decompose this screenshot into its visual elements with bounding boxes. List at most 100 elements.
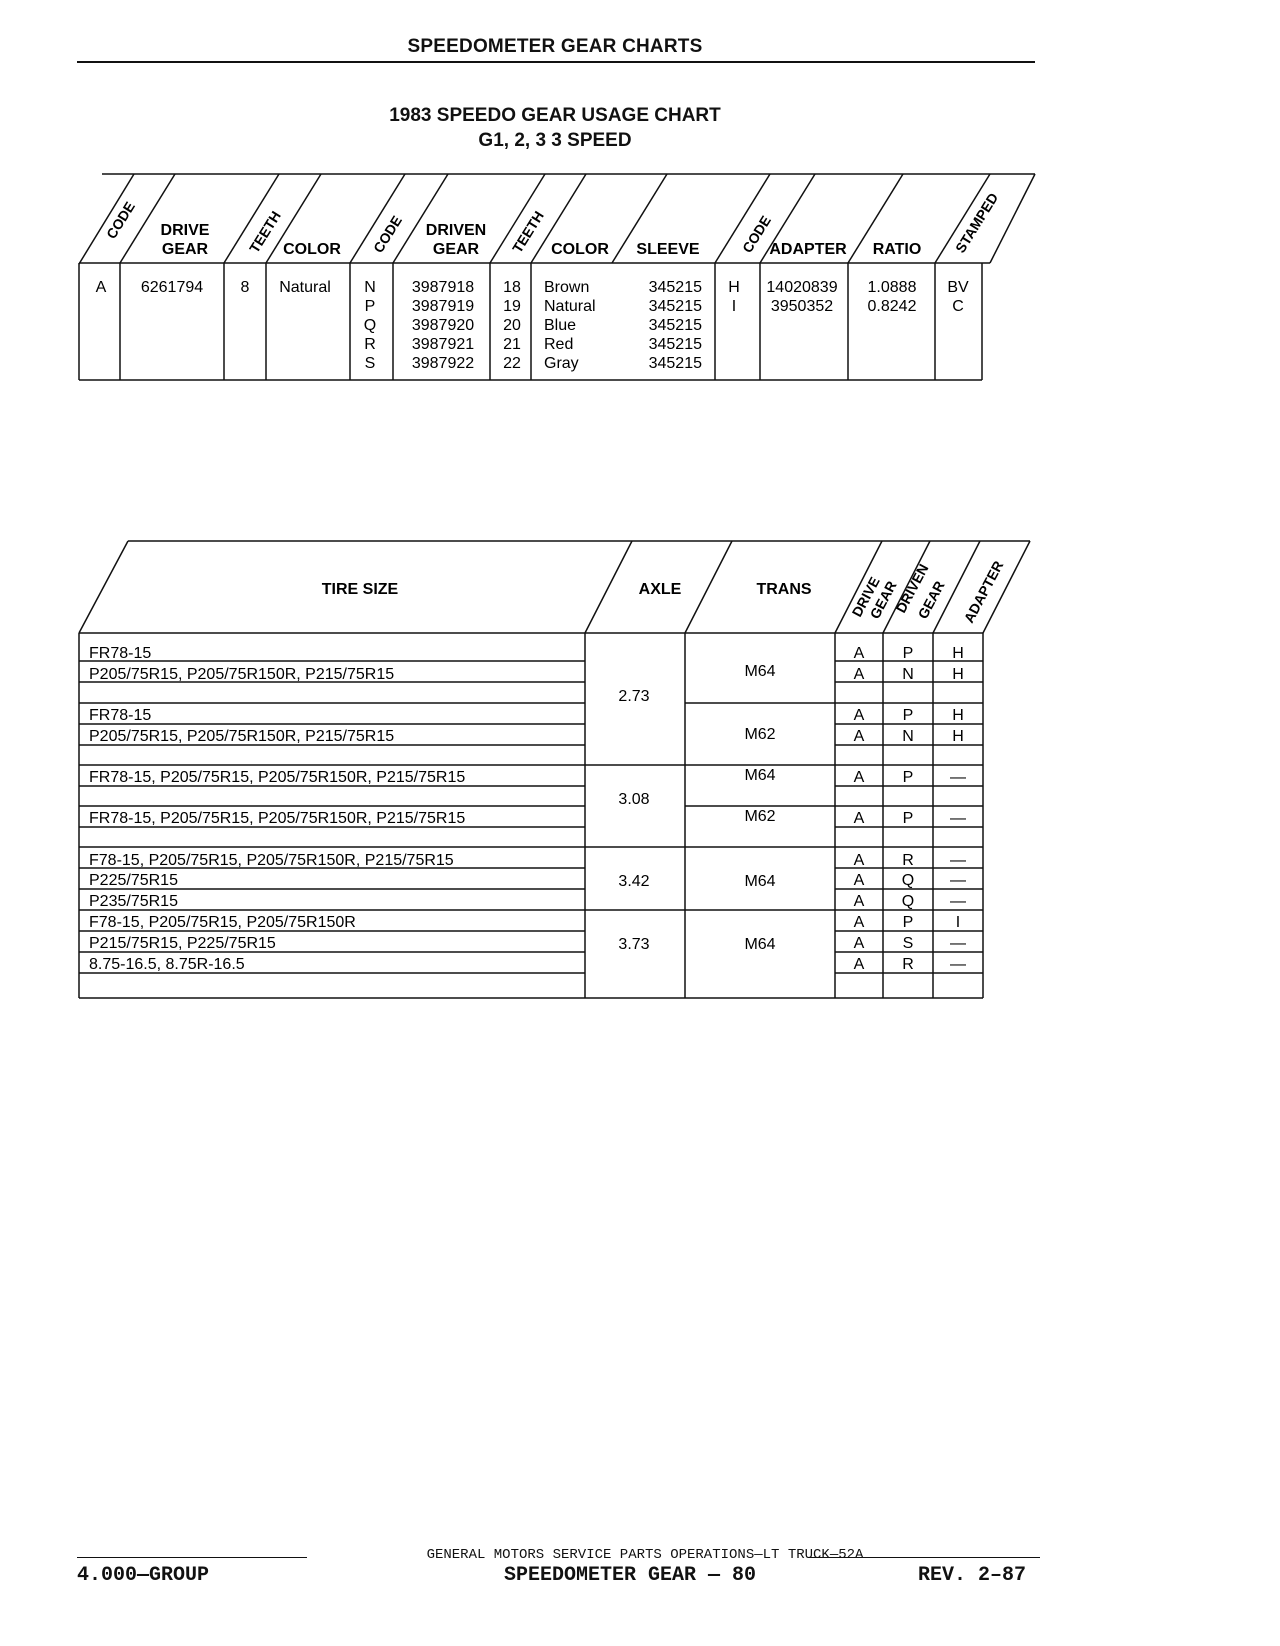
page-title: SPEEDOMETER GEAR CHARTS [407,36,703,57]
tire-size-cell: FR78-15 [89,707,151,724]
header-ratio: RATIO [873,241,922,258]
footer-section: SPEEDOMETER GEAR — 80 [503,1564,757,1587]
tire-size-cell: P225/75R15 [89,872,178,889]
trans-value: M64 [744,936,775,953]
header-driven: DRIVEN [426,222,486,239]
header-adapter: ADAPTER [961,558,1007,625]
axle-value: 3.08 [618,791,649,808]
header-color-1: COLOR [283,241,341,258]
header-teeth-2: TEETH [509,208,547,255]
footer-publisher-line: GENERAL MOTORS SERVICE PARTS OPERATIONS—… [426,1547,864,1563]
adapter-code: — [950,872,966,889]
adapter-stamped: BV [947,279,969,296]
tire-size-table: TIRE SIZE AXLE TRANS DRIVE GEAR DRIVEN G… [78,540,1031,999]
tire-size-cell: FR78-15, P205/75R15, P205/75R150R, P215/… [89,810,465,827]
header-drive: DRIVE [161,222,210,239]
driven-gear-code: Q [902,893,914,910]
title-rule [77,61,1035,63]
drive-gear-code: A [854,645,865,662]
drive-gear-code: A [854,666,865,683]
drive-gear-code: A [854,769,865,786]
adapter-code: H [952,728,964,745]
drive-gear-code: A [854,810,865,827]
adapter-stamped: C [952,298,964,315]
drive-gear: 6261794 [141,279,203,296]
tire-size-cell: F78-15, P205/75R15, P205/75R150R, P215/7… [89,852,454,869]
driven-teeth: 22 [503,355,521,372]
drive-gear-code: A [854,935,865,952]
adapter-code: — [950,769,966,786]
chart-title-main: 1983 SPEEDO GEAR USAGE CHART [389,105,721,126]
driven-code: Q [364,317,376,334]
driven-gear-code: P [903,914,914,931]
tire-size-cell: P205/75R15, P205/75R150R, P215/75R15 [89,666,394,683]
driven-gear: 3987922 [412,355,474,372]
driven-code: N [364,279,376,296]
drive-gear-code: A [854,728,865,745]
driven-teeth: 21 [503,336,521,353]
driven-gear-code: R [902,956,914,973]
driven-gear-code: P [903,645,914,662]
header-teeth-1: TEETH [246,208,284,255]
driven-gear-code: N [902,666,914,683]
header-code-1: CODE [103,199,138,242]
driven-gear: 3987920 [412,317,474,334]
drive-code: A [96,279,107,296]
adapter-code: — [950,810,966,827]
adapter-code: H [952,707,964,724]
axle-value: 2.73 [618,688,649,705]
driven-color: Brown [544,279,589,296]
driven-teeth: 19 [503,298,521,315]
tire-table-lines [78,540,1031,999]
adapter-code: I [956,914,960,931]
driven-sleeve: 345215 [649,279,702,296]
tire-size-cell: P235/75R15 [89,893,178,910]
driven-gear-code: S [903,935,914,952]
tire-size-cell: 8.75-16.5, 8.75R-16.5 [89,956,245,973]
drive-gear-code: A [854,852,865,869]
header-axle: AXLE [639,581,682,598]
driven-teeth: 18 [503,279,521,296]
adapter-code: H [952,645,964,662]
axle-value: 3.73 [618,936,649,953]
adapter-code: — [950,893,966,910]
adapter-code: H [952,666,964,683]
adapter-code: I [732,298,736,315]
driven-color: Blue [544,317,576,334]
gear-table-lines [78,173,1036,381]
adapter-code: — [950,935,966,952]
trans-value: M64 [744,873,775,890]
driven-gear-code: Q [902,872,914,889]
driven-gear-code: P [903,707,914,724]
header-driven-gear: GEAR [433,241,480,258]
header-adapter: ADAPTER [769,241,847,258]
drive-teeth: 8 [241,279,250,296]
trans-value: M64 [744,663,775,680]
adapter-part: 3950352 [771,298,833,315]
tire-size-cell: P215/75R15, P225/75R15 [89,935,276,952]
adapter-code: H [728,279,740,296]
drive-gear-code: A [854,893,865,910]
adapter-part: 14020839 [766,279,837,296]
header-color-2: COLOR [551,241,609,258]
driven-gear-code: P [903,769,914,786]
header-sleeve: SLEEVE [636,241,699,258]
driven-code: S [365,355,376,372]
driven-sleeve: 345215 [649,317,702,334]
driven-code: R [364,336,376,353]
trans-value: M64 [744,767,775,784]
chart-title: 1983 SPEEDO GEAR USAGE CHART G1, 2, 3 3 … [0,103,1110,153]
footer-rule-right [808,1557,1040,1558]
axle-value: 3.42 [618,873,649,890]
driven-code: P [365,298,376,315]
trans-value: M62 [744,726,775,743]
driven-rows: N 3987918 18 Brown 345215 P 3987919 19 N… [364,279,702,372]
tire-size-cell: P205/75R15, P205/75R150R, P215/75R15 [89,728,394,745]
drive-gear-code: A [854,707,865,724]
driven-teeth: 20 [503,317,521,334]
gear-usage-table: CODE DRIVE GEAR TEETH COLOR CODE DRIVEN … [78,173,1036,381]
driven-sleeve: 345215 [649,298,702,315]
tire-size-cell: FR78-15, P205/75R15, P205/75R150R, P215/… [89,769,465,786]
adapter-code: — [950,956,966,973]
